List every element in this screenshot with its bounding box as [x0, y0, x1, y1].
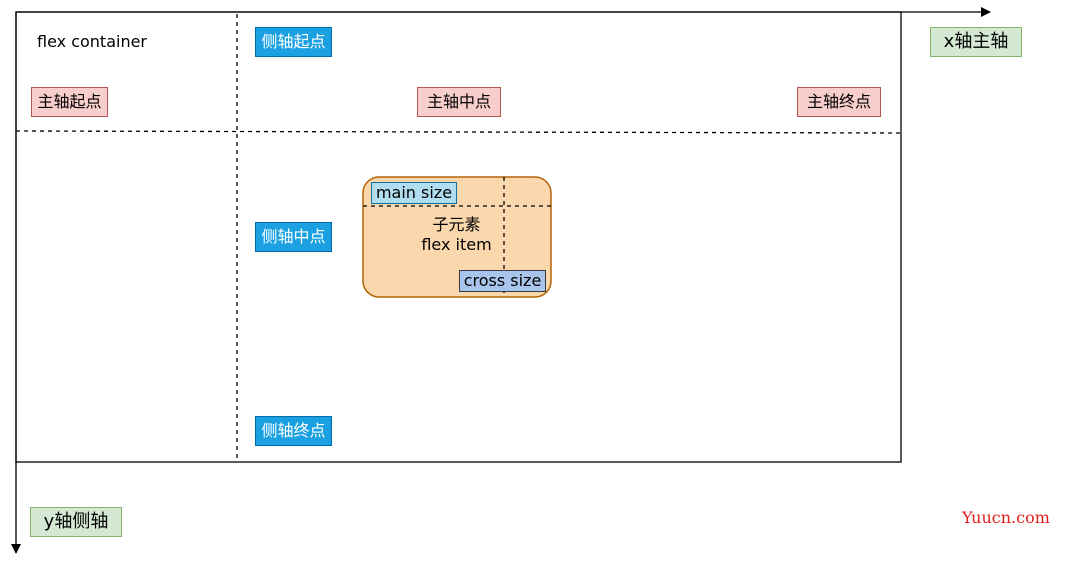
cross-axis-start-label: 侧轴起点	[255, 27, 332, 57]
cross-axis-end-label: 侧轴终点	[255, 416, 332, 446]
cross-axis-name: y轴侧轴	[30, 507, 122, 537]
main-axis-start-label: 主轴起点	[31, 87, 108, 117]
flex-item-title: 子元素	[432, 215, 481, 234]
flex-item-subtitle: flex item	[421, 235, 492, 254]
flex-container-label: flex container	[37, 32, 148, 51]
cross-axis-center-label: 侧轴中点	[255, 222, 332, 252]
main-axis-name: x轴主轴	[930, 27, 1022, 57]
flex-item-text: 子元素 flex item	[363, 215, 550, 255]
cross-size-label: cross size	[459, 270, 546, 292]
main-axis-dashed-divider	[15, 130, 902, 134]
watermark-text: Yuucn.com	[962, 508, 1050, 527]
main-size-label: main size	[371, 182, 457, 204]
main-axis-end-label: 主轴终点	[797, 87, 881, 117]
main-axis-center-label: 主轴中点	[417, 87, 501, 117]
